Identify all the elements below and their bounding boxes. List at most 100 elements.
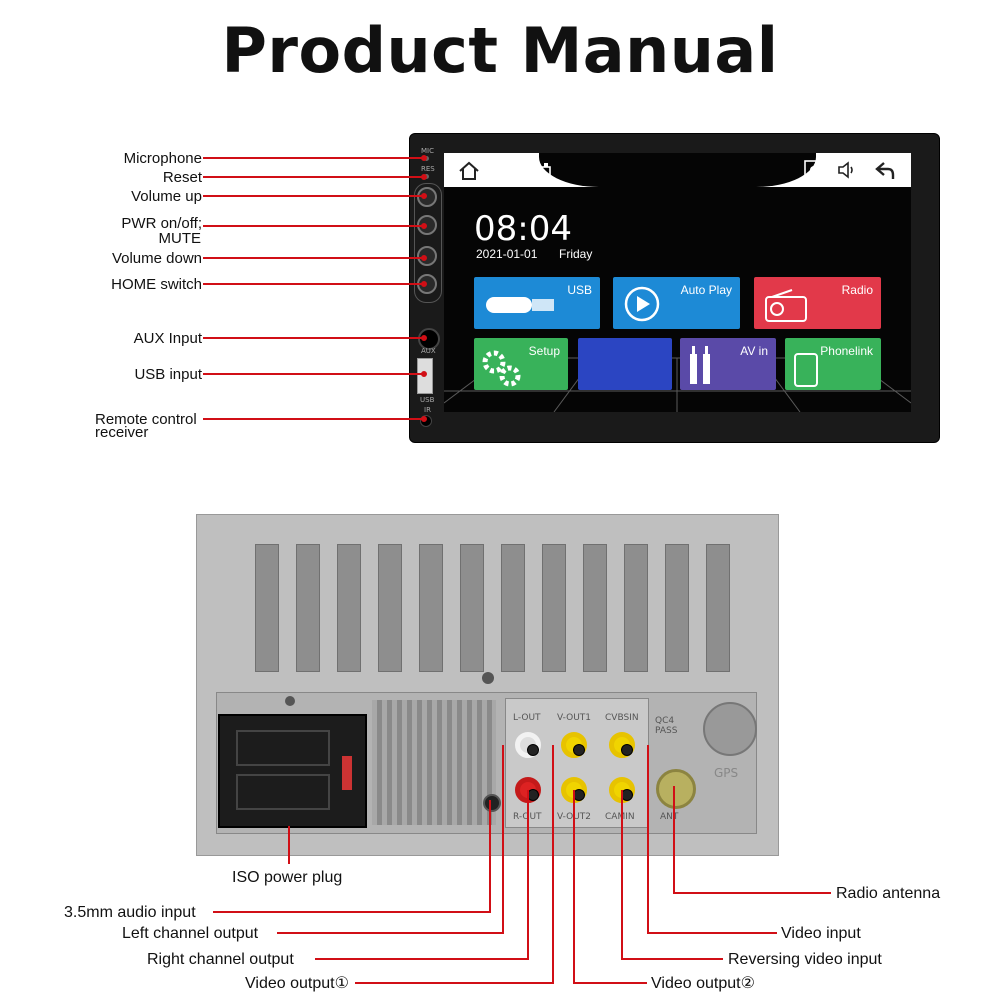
heatsink-fin — [419, 544, 443, 672]
touch-screen: 08:04 2021-01-01 Friday USB Auto Play Ra… — [444, 153, 911, 412]
clock-time: 08:04 — [474, 209, 572, 249]
tile-radio[interactable]: Radio — [754, 277, 881, 329]
label-right-channel-output: Right channel output — [147, 951, 294, 968]
play-icon — [624, 286, 660, 322]
camin-mark: CAMIN — [605, 812, 635, 822]
label-home-switch: HOME switch — [111, 276, 202, 293]
label-remote-line1: Remote control — [95, 411, 197, 428]
label-aux-input: AUX Input — [133, 330, 202, 347]
rca-cvbs-in — [609, 732, 635, 758]
tile-blank[interactable] — [578, 338, 672, 390]
ir-mark: IR — [424, 406, 431, 414]
heatsink-fin — [337, 544, 361, 672]
heatsink-fin — [460, 544, 484, 672]
l-out-mark: L-OUT — [513, 713, 541, 723]
tile-auto-play[interactable]: Auto Play — [613, 277, 740, 329]
tile-av-in-label: AV in — [740, 344, 768, 358]
pass-mark: PASS — [655, 726, 678, 736]
usb-port — [417, 358, 433, 394]
rca-cam-in — [609, 777, 635, 803]
heatsink-fin — [624, 544, 648, 672]
vent-grille — [372, 700, 496, 825]
rca-v-out2 — [561, 777, 587, 803]
tile-setup-label: Setup — [528, 344, 560, 358]
power-mute-button[interactable] — [417, 215, 437, 235]
screw — [482, 672, 494, 684]
iso-pin-block-top — [236, 730, 330, 766]
button-strip — [414, 183, 442, 303]
heatsink-fin — [255, 544, 279, 672]
tile-phonelink[interactable]: Phonelink — [785, 338, 881, 390]
label-microphone: Microphone — [123, 150, 202, 167]
tile-auto-play-label: Auto Play — [680, 283, 732, 297]
home-icon[interactable] — [458, 161, 480, 181]
heatsink-fin — [378, 544, 402, 672]
label-pwr-line1: PWR on/off; — [121, 215, 202, 232]
cvbsin-mark: CVBSIN — [605, 713, 639, 723]
rca-v-out1 — [561, 732, 587, 758]
label-reversing-video-input: Reversing video input — [728, 951, 882, 968]
label-video-output-1: Video output① — [245, 975, 349, 992]
antenna-socket — [656, 769, 696, 809]
sd-usb-icon[interactable] — [518, 162, 558, 178]
tile-usb-label: USB — [567, 283, 592, 297]
label-reset: Reset — [162, 169, 202, 186]
clock-day: Friday — [559, 247, 593, 261]
rca-cable-icon — [690, 346, 710, 384]
tile-radio-label: Radio — [841, 283, 873, 297]
ant-mark: ANT — [660, 812, 679, 822]
heatsink-fin — [706, 544, 730, 672]
volume-down-button[interactable] — [417, 246, 437, 266]
rca-r-out — [515, 777, 541, 803]
tile-phonelink-label: Phonelink — [820, 344, 873, 358]
reset-hole — [424, 174, 429, 179]
label-left-channel-output: Left channel output — [122, 925, 259, 942]
phone-icon — [794, 353, 818, 387]
mic-mark: MIC — [421, 147, 434, 155]
gps-socket — [703, 702, 757, 756]
r-out-mark: R-OUT — [513, 812, 542, 822]
gps-mark: GPS — [714, 766, 739, 780]
radio-icon — [765, 289, 807, 322]
v-out1-mark: V-OUT1 — [557, 713, 592, 723]
page-title: Product Manual — [221, 14, 779, 87]
fuse — [342, 756, 352, 790]
back-icon[interactable] — [874, 159, 896, 181]
status-bar-notch — [539, 153, 816, 187]
label-volume-down: Volume down — [111, 250, 202, 267]
heatsink-fin — [583, 544, 607, 672]
status-bar — [444, 153, 911, 187]
heatsink-fin — [296, 544, 320, 672]
tile-setup[interactable]: Setup — [474, 338, 568, 390]
tile-av-in[interactable]: AV in — [680, 338, 776, 390]
usb-mark: USB — [420, 396, 435, 404]
label-iso-power-plug: ISO power plug — [232, 869, 343, 886]
aux-port — [418, 328, 440, 350]
label-radio-antenna: Radio antenna — [836, 885, 941, 902]
clock-date: 2021-01-01 — [476, 247, 538, 261]
rca-l-out — [515, 732, 541, 758]
ir-receiver — [420, 415, 432, 427]
heatsink-fin — [542, 544, 566, 672]
usb-stick-icon — [486, 297, 554, 313]
tile-usb[interactable]: USB — [474, 277, 600, 329]
label-remote-line2: receiver — [95, 424, 149, 441]
label-usb-input: USB input — [134, 366, 202, 383]
v-out2-mark: V-OUT2 — [557, 812, 592, 822]
label-video-input: Video input — [781, 925, 861, 942]
label-audio-35mm-input: 3.5mm audio input — [64, 904, 196, 921]
volume-icon[interactable] — [837, 161, 857, 179]
label-volume-up: Volume up — [131, 188, 202, 205]
volume-up-button[interactable] — [417, 187, 437, 207]
aux-mark: AUX — [421, 347, 436, 355]
iso-power-connector — [218, 714, 367, 828]
qc-mark: QC4 — [655, 716, 675, 726]
iso-pin-block-bottom — [236, 774, 330, 810]
microphone-hole — [424, 156, 429, 161]
home-button[interactable] — [417, 274, 437, 294]
audio-35mm-jack — [483, 794, 501, 812]
brightness-icon[interactable] — [804, 160, 824, 180]
label-pwr-line2: MUTE — [158, 230, 202, 247]
heatsink-fin — [501, 544, 525, 672]
gears-icon — [482, 350, 521, 387]
